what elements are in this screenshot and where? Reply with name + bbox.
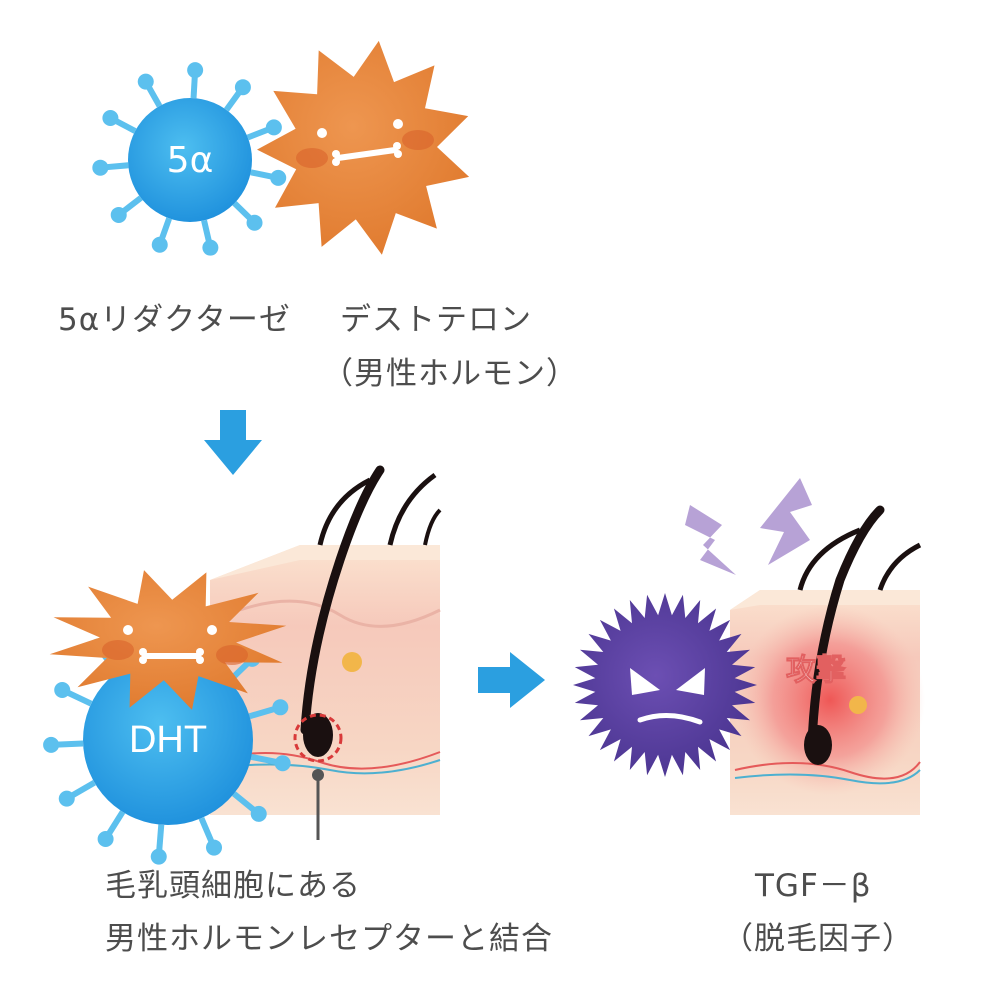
hormone-sub-label: （男性ホルモン） (322, 356, 578, 392)
testosterone-face (296, 119, 434, 168)
dht-badge: DHT (129, 719, 207, 761)
skin-cross-section-left (210, 465, 442, 840)
dht-orange-face (102, 625, 248, 665)
enzyme-badge: 5α (167, 140, 214, 181)
enzyme-label: 5αリダクターゼ (58, 302, 291, 338)
lightning-icon (685, 505, 736, 575)
hair-strand (300, 465, 385, 735)
arrow-down-icon (204, 410, 262, 475)
testosterone-star (257, 40, 470, 255)
sebaceous-gland (342, 652, 362, 672)
lightning-icon (760, 478, 812, 565)
inflammation-glow (735, 605, 925, 795)
factor-label: TGF－β (755, 868, 872, 904)
caption-line-2: 男性ホルモンレセプターと結合 (105, 921, 553, 957)
arrow-right-icon (478, 652, 545, 708)
factor-sub-label: （脱毛因子） (722, 921, 914, 957)
tgf-beta-spiky-ball (573, 593, 757, 777)
caption-line-1: 毛乳頭細胞にある (105, 868, 361, 904)
hormone-label: デストテロン (340, 302, 532, 338)
attack-label: 攻撃 (786, 653, 846, 688)
receptor-highlight-circle (293, 713, 343, 763)
skin-cross-section-right (730, 505, 925, 815)
angry-tgf-face (630, 668, 705, 725)
dht-orange-star (49, 570, 287, 710)
5a-reductase-virus (92, 62, 287, 256)
